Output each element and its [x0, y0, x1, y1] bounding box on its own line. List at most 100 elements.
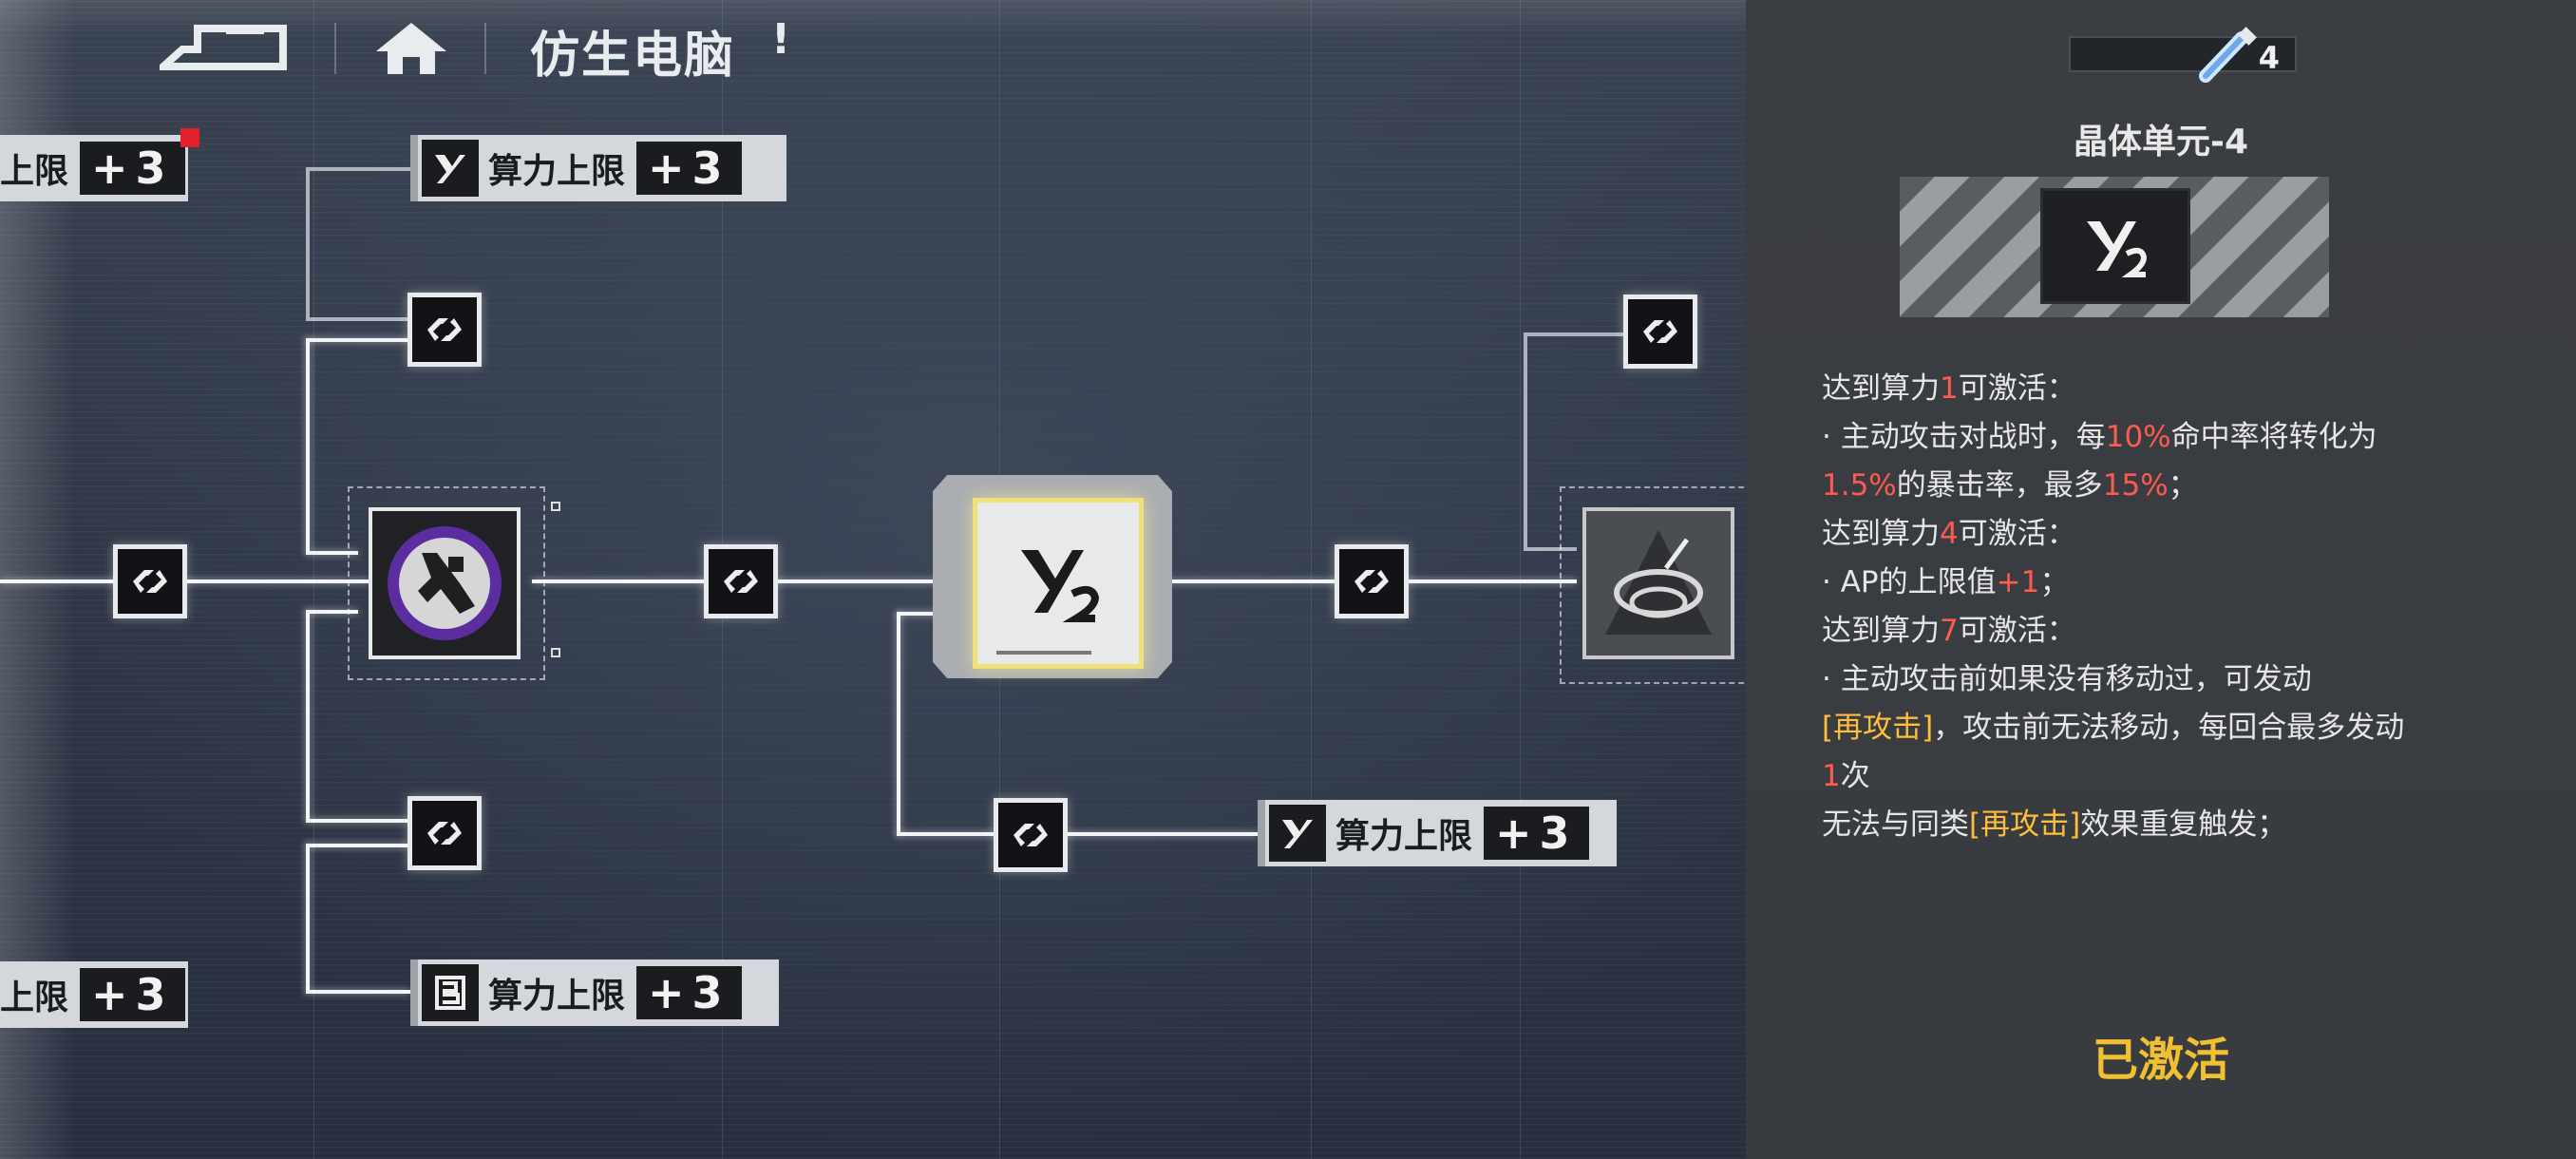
item-icon-box	[2040, 188, 2190, 304]
description-text: 达到算力	[1822, 517, 1940, 551]
link-node[interactable]	[407, 293, 482, 367]
stat-label: 算力上限	[488, 152, 626, 191]
description-text: 达到算力	[1822, 371, 1940, 406]
crystal-unit-icon	[2087, 221, 2148, 277]
description-text: [再攻击]	[1822, 711, 1934, 745]
link-chain-icon	[427, 318, 462, 341]
purple-chip-icon	[388, 526, 502, 640]
chip-node[interactable]	[369, 507, 521, 659]
description-line: · AP的上限值+1；	[1822, 559, 2487, 607]
description-text: ；	[2039, 565, 2070, 599]
stat-label: 算力上限	[488, 977, 626, 1016]
description-text: 15%	[2102, 468, 2169, 503]
link-node[interactable]	[113, 544, 187, 618]
stat-value: +3	[636, 966, 742, 1019]
description-text: · 主动攻击对战时，每	[1822, 420, 2106, 454]
description-text: [再攻击]	[1969, 808, 2081, 842]
item-banner	[1900, 177, 2329, 317]
frame-corner	[551, 648, 560, 657]
page-title: 仿生电脑	[530, 28, 736, 85]
description-text: 1.5%	[1822, 468, 1897, 503]
description-text: 可激活：	[1958, 614, 2076, 648]
description-line: [再攻击]，攻击前无法移动，每回合最多发动	[1822, 704, 2487, 752]
stat-value: +3	[80, 142, 185, 195]
header-separator	[334, 23, 336, 74]
description-line: 达到算力4可激活：	[1822, 510, 2487, 559]
description-text: · AP的上限值	[1822, 565, 1997, 599]
compute-icon	[422, 140, 479, 197]
resource-count: 4	[2258, 40, 2280, 76]
stat-value: +3	[80, 968, 185, 1021]
description-line: 无法与同类[再攻击]效果重复触发；	[1822, 801, 2487, 849]
description-text: +1	[1996, 565, 2040, 599]
item-name: 晶体单元-4	[2074, 123, 2248, 162]
crystal-unit-node[interactable]	[973, 498, 1144, 669]
link-node[interactable]	[704, 544, 778, 618]
back-button[interactable]	[153, 21, 293, 74]
selection-frame	[1560, 486, 1746, 684]
description-text: 次	[1840, 759, 1870, 793]
title-mark: !	[771, 15, 791, 64]
resource-bar: 4	[2069, 36, 2297, 76]
description-line: 1次	[1822, 752, 2487, 801]
resource-holder	[2196, 27, 2263, 84]
description-text: 的暴击率，最多	[1896, 468, 2103, 503]
stat-value: +3	[636, 142, 742, 195]
description-text: 4	[1940, 517, 1959, 551]
compute-b-icon	[422, 964, 479, 1021]
link-node[interactable]	[407, 796, 482, 870]
description-text: 10%	[2105, 420, 2171, 454]
description-line: · 主动攻击前如果没有移动过，可发动	[1822, 656, 2487, 704]
crystal-tube-icon	[2199, 27, 2257, 83]
vortex-node[interactable]	[1582, 507, 1734, 659]
new-badge	[180, 128, 199, 147]
skill-tree-board: 仿生电脑 ! 上限 +3	[0, 0, 1746, 1159]
stat-plate[interactable]: 上限 +3	[0, 135, 188, 201]
activation-status: 已激活	[2092, 1034, 2229, 1087]
back-arrow-icon	[153, 25, 287, 70]
link-chain-icon	[427, 822, 462, 845]
link-node[interactable]	[1335, 544, 1409, 618]
link-chain-icon	[724, 570, 758, 593]
description-text: ，攻击前无法移动，每回合最多发动	[1933, 711, 2405, 745]
stat-plate[interactable]: 算力上限 +3	[1258, 800, 1617, 866]
home-button[interactable]	[370, 19, 452, 78]
description-line: · 主动攻击对战时，每10%命中率将转化为	[1822, 413, 2487, 462]
description-text: 7	[1940, 614, 1959, 648]
stat-plate[interactable]: 上限 +3	[0, 961, 188, 1028]
link-chain-icon	[133, 570, 167, 593]
stat-label: 上限	[0, 978, 69, 1017]
description-line: 1.5%的暴击率，最多15%；	[1822, 462, 2487, 510]
frame-corner	[551, 502, 560, 511]
vortex-skill-icon	[1605, 530, 1712, 635]
description-text: · 主动攻击前如果没有移动过，可发动	[1822, 662, 2312, 696]
stat-plate[interactable]: 算力上限 +3	[410, 960, 779, 1026]
link-chain-icon	[1354, 570, 1389, 593]
stat-label: 算力上限	[1335, 817, 1473, 856]
description-text: 效果重复触发；	[2080, 808, 2287, 842]
description-text: 命中率将转化为	[2170, 420, 2377, 454]
link-chain-icon	[1013, 824, 1048, 846]
link-chain-icon	[1643, 320, 1677, 343]
description-text: 可激活：	[1958, 517, 2076, 551]
stat-plate[interactable]: 算力上限 +3	[410, 135, 786, 201]
description-text: 达到算力	[1822, 614, 1940, 648]
description-line: 达到算力7可激活：	[1822, 607, 2487, 656]
description-text: 1	[1940, 371, 1959, 406]
header-separator	[484, 23, 486, 74]
selection-frame	[348, 486, 545, 680]
stat-label: 上限	[0, 152, 69, 191]
link-node[interactable]	[994, 798, 1068, 872]
compute-icon	[1269, 805, 1326, 862]
crystal-unit-icon	[996, 550, 1100, 655]
description-text: 无法与同类	[1822, 808, 1969, 842]
description-text: 可激活：	[1958, 371, 2076, 406]
description-text: ；	[2168, 468, 2198, 503]
description-text: 1	[1822, 759, 1841, 793]
stat-value: +3	[1484, 807, 1589, 860]
home-icon	[376, 23, 446, 74]
description-line: 达到算力1可激活：	[1822, 365, 2487, 413]
link-node[interactable]	[1623, 294, 1697, 369]
